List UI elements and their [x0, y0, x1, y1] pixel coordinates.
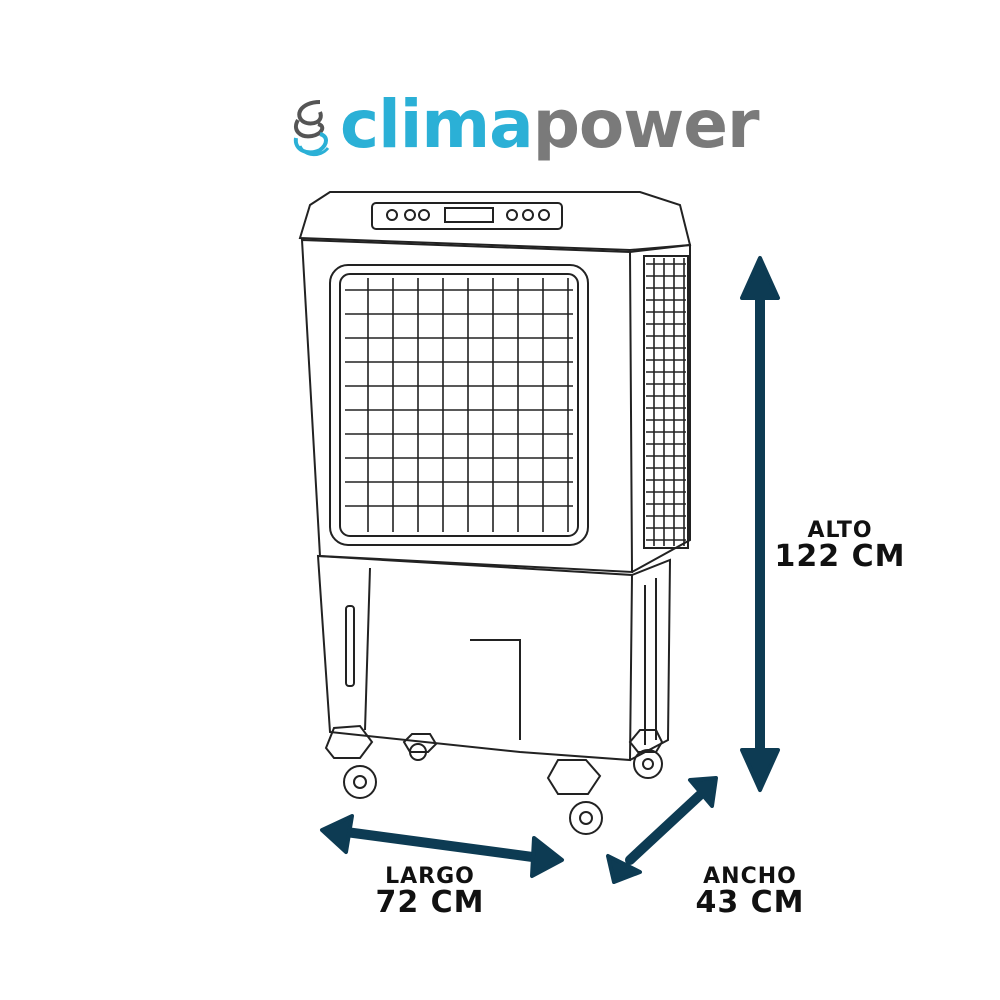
length-label: LARGO — [385, 864, 475, 889]
water-level-window — [345, 605, 355, 687]
cooler-top-lid — [298, 191, 692, 252]
width-dimension: ANCHO 43 CM — [670, 866, 830, 918]
front-grille — [339, 273, 579, 537]
height-value: 122 CM — [774, 539, 906, 574]
length-dimension: LARGO 72 CM — [350, 866, 510, 918]
height-dimension: ALTO 122 CM — [770, 520, 910, 572]
width-arrow — [606, 776, 718, 884]
width-value: 43 CM — [695, 885, 805, 920]
wheel-front-right — [546, 759, 603, 835]
control-panel — [371, 202, 563, 230]
brand-part-power: power — [532, 86, 760, 163]
wheel-back-left — [402, 733, 438, 761]
cooler-side-body — [629, 243, 691, 573]
length-value: 72 CM — [375, 885, 485, 920]
height-arrow — [740, 256, 780, 792]
brand-logo: climapower — [290, 86, 760, 172]
wheel-front-left — [324, 724, 377, 799]
front-grille-frame — [329, 264, 589, 546]
length-arrow — [320, 814, 564, 878]
wheel-back-right — [628, 729, 664, 779]
width-label: ANCHO — [703, 864, 797, 889]
swirl-logo-icon — [293, 100, 330, 156]
height-label: ALTO — [807, 518, 873, 543]
side-grille-slats — [646, 258, 686, 546]
side-grille — [643, 255, 689, 549]
brand-part-clima: clima — [340, 86, 534, 163]
grille-slats — [345, 278, 573, 532]
brand-wordmark: climapower — [340, 86, 760, 163]
water-tank — [316, 554, 634, 762]
